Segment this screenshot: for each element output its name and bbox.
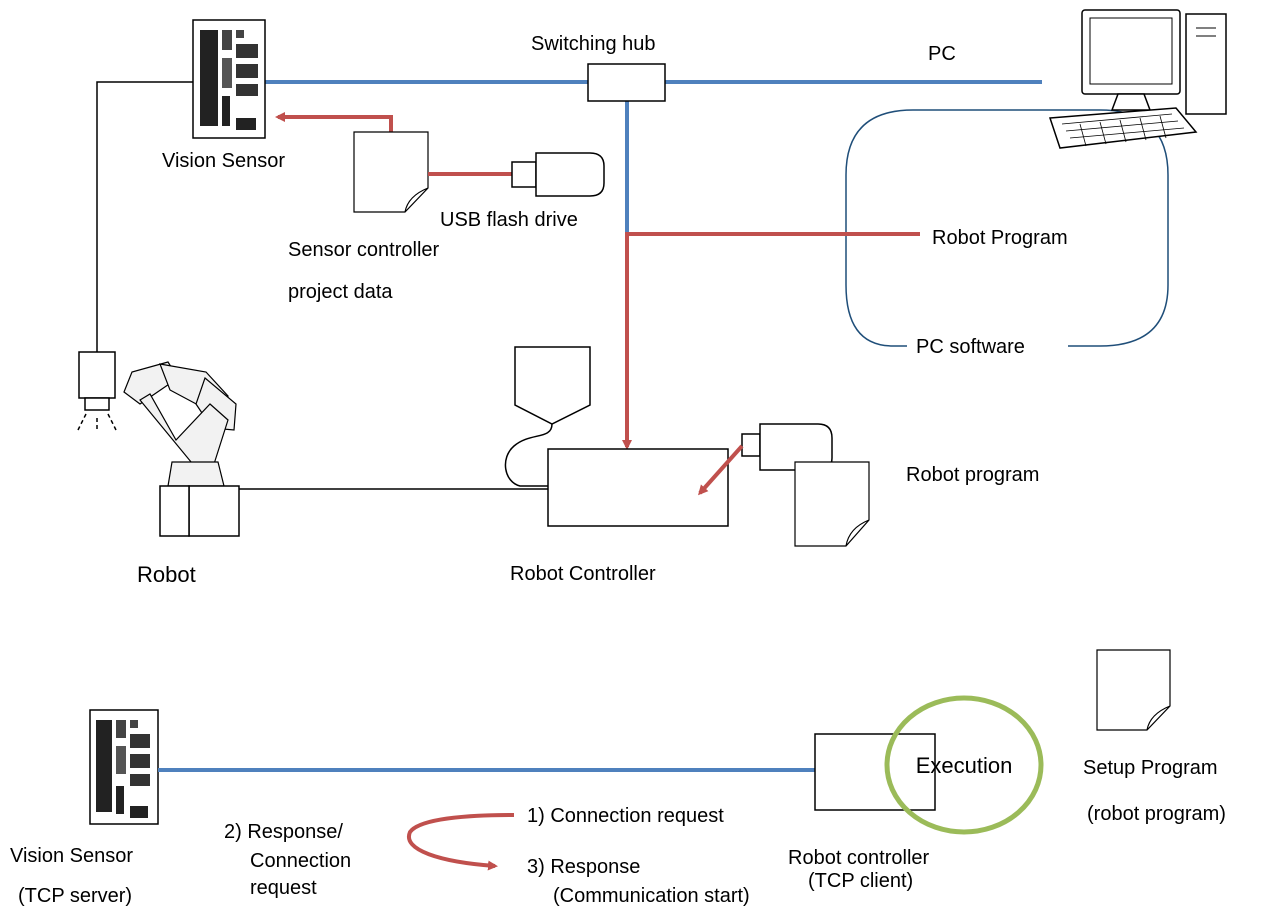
response-label-line3: request [250, 877, 317, 899]
setup-program-line2: (robot program) [1087, 803, 1226, 825]
sensor-camera-cable [96, 81, 193, 352]
response-start-line2: (Communication start) [553, 885, 750, 907]
robot-program-document [794, 461, 870, 547]
robot-controller-box [547, 448, 729, 527]
vision-sensor-bottom-label: Vision Sensor [10, 845, 133, 867]
robot-controller-bottom-line2: (TCP client) [808, 870, 913, 892]
sensor-project-label-line1: Sensor controller [288, 239, 440, 261]
response-start-line1: 3) Response [527, 856, 640, 878]
computer-icon [1048, 9, 1227, 149]
robot-label: Robot [137, 562, 196, 587]
robot-program-pc-label: Robot Program [932, 227, 1068, 249]
robot-arm-icon [123, 361, 240, 537]
usb-drive-controller-icon [741, 423, 833, 471]
vision-sensor-label: Vision Sensor [162, 150, 285, 172]
robot-controller-label: Robot Controller [510, 563, 656, 585]
arrow-pc-to-controller [622, 232, 920, 450]
communication-arrow [406, 813, 515, 871]
switching-hub-label: Switching hub [531, 33, 656, 55]
vision-sensor-icon [192, 19, 266, 139]
execution-label: Execution [916, 753, 1013, 778]
pc-software-region [845, 109, 1169, 347]
tcp-server-label: (TCP server) [18, 885, 132, 907]
teach-pendant-icon [504, 346, 591, 487]
sensor-project-label-line2: project data [288, 281, 393, 303]
sensor-project-document [353, 131, 429, 213]
arrow-usb-to-controller [698, 444, 744, 496]
usb-flash-drive-label: USB flash drive [440, 209, 578, 231]
camera-icon [77, 351, 117, 432]
response-label-line1: 2) Response/ [224, 821, 343, 843]
connection-request-label: 1) Connection request [527, 805, 724, 827]
setup-program-document [1096, 649, 1171, 731]
vision-sensor-bottom-icon [89, 709, 159, 825]
response-label-line2: Connection [250, 850, 351, 872]
switching-hub [587, 63, 666, 102]
setup-program-line1: Setup Program [1083, 757, 1218, 779]
pc-software-label: PC software [916, 336, 1025, 358]
robot-controller-bottom-line1: Robot controller [788, 847, 930, 869]
robot-program-file-label: Robot program [906, 464, 1039, 486]
execution-ring [884, 695, 1044, 835]
arrow-project-to-sensor [275, 112, 393, 132]
usb-flash-drive-icon [511, 152, 605, 197]
pc-label: PC [928, 43, 956, 65]
robot-controller-bottom-box [814, 733, 936, 811]
